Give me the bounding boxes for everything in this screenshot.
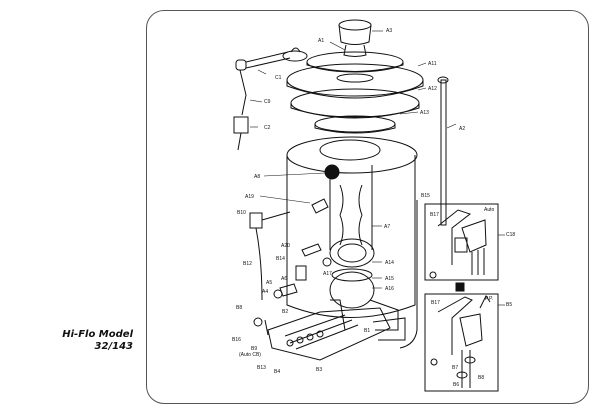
callout-c2: C2 bbox=[264, 125, 271, 131]
anode-rod bbox=[437, 76, 449, 226]
callout-b9-note: (Auto CB) bbox=[239, 352, 261, 358]
inset-auto bbox=[424, 203, 499, 281]
callout-b12: B12 bbox=[243, 261, 252, 267]
callout-a12: A12 bbox=[428, 86, 437, 92]
plug-a8 bbox=[324, 164, 340, 180]
callout-a14: A14 bbox=[385, 260, 394, 266]
fitting-a19 bbox=[311, 198, 329, 214]
callout-a19: A19 bbox=[245, 194, 254, 200]
diagram-frame bbox=[146, 10, 589, 404]
inset-connector bbox=[455, 282, 465, 292]
callout-a6: A6 bbox=[281, 276, 288, 282]
callout-b3: B3 bbox=[316, 367, 323, 373]
inset-pp-part-b7: B7 bbox=[452, 365, 459, 371]
bracket-b1 bbox=[372, 317, 406, 341]
inset-auto-label: Auto bbox=[484, 207, 495, 213]
callout-b13: B13 bbox=[257, 365, 266, 371]
top-cap bbox=[338, 19, 372, 57]
callout-a3: A3 bbox=[386, 28, 393, 34]
fitting-a5 bbox=[279, 283, 298, 297]
callout-b8: B8 bbox=[236, 305, 243, 311]
inset-pp-part-b17: B17 bbox=[431, 300, 440, 306]
callout-a15: A15 bbox=[385, 276, 394, 282]
inset-auto-part: B17 bbox=[430, 212, 439, 218]
sensor-b10 bbox=[249, 211, 291, 301]
control-arm bbox=[233, 47, 308, 151]
callout-a13: A13 bbox=[420, 110, 429, 116]
tank-body bbox=[286, 136, 418, 318]
disc-a12 bbox=[290, 88, 420, 119]
cap-a17 bbox=[322, 257, 332, 267]
fitting-a20 bbox=[301, 243, 322, 257]
callout-b2: B2 bbox=[282, 309, 289, 315]
disc-a13 bbox=[314, 115, 396, 134]
leader-lines bbox=[249, 30, 505, 306]
wire-b15 bbox=[399, 200, 418, 349]
callout-b4: B4 bbox=[274, 369, 281, 375]
callout-a1: A1 bbox=[318, 38, 325, 44]
callout-a20: A20 bbox=[281, 243, 290, 249]
callout-b16: B16 bbox=[232, 337, 241, 343]
callout-b15: B15 bbox=[421, 193, 430, 199]
callout-c9: C9 bbox=[264, 99, 271, 105]
switch-b14 bbox=[295, 265, 307, 281]
inset-auto-ref: C18 bbox=[506, 232, 516, 238]
callout-a16: A16 bbox=[385, 286, 394, 292]
callout-b10: B10 bbox=[237, 210, 246, 216]
burner-door bbox=[329, 238, 375, 309]
callout-b9: B9 bbox=[251, 346, 258, 352]
callout-a11: A11 bbox=[428, 61, 437, 67]
callout-c1: C1 bbox=[275, 75, 282, 81]
model-name: Hi-Flo Model bbox=[62, 329, 133, 340]
inset-pp-ref: B5 bbox=[506, 302, 513, 308]
callout-a2: A2 bbox=[459, 126, 466, 132]
callout-a4: A4 bbox=[262, 289, 269, 295]
callout-b1: B1 bbox=[364, 328, 371, 334]
model-number: 32/143 bbox=[94, 341, 133, 352]
fitting-a4 bbox=[273, 289, 283, 299]
callout-a8: A8 bbox=[254, 174, 261, 180]
callout-a5: A5 bbox=[266, 280, 273, 286]
inset-pp-label: P.P. bbox=[485, 296, 494, 302]
inset-pp bbox=[424, 293, 499, 392]
inset-pp-part-b6: B6 bbox=[453, 382, 460, 388]
model-title: Hi-Flo Model 32/143 bbox=[62, 329, 133, 353]
callout-b14: B14 bbox=[276, 256, 285, 262]
disc-a11 bbox=[286, 63, 424, 99]
callout-a7: A7 bbox=[384, 224, 391, 230]
callout-a17: A17 bbox=[323, 271, 332, 277]
burner-manifold bbox=[253, 299, 399, 361]
inset-pp-part-b8: B8 bbox=[478, 375, 485, 381]
disc-a1 bbox=[306, 51, 404, 83]
